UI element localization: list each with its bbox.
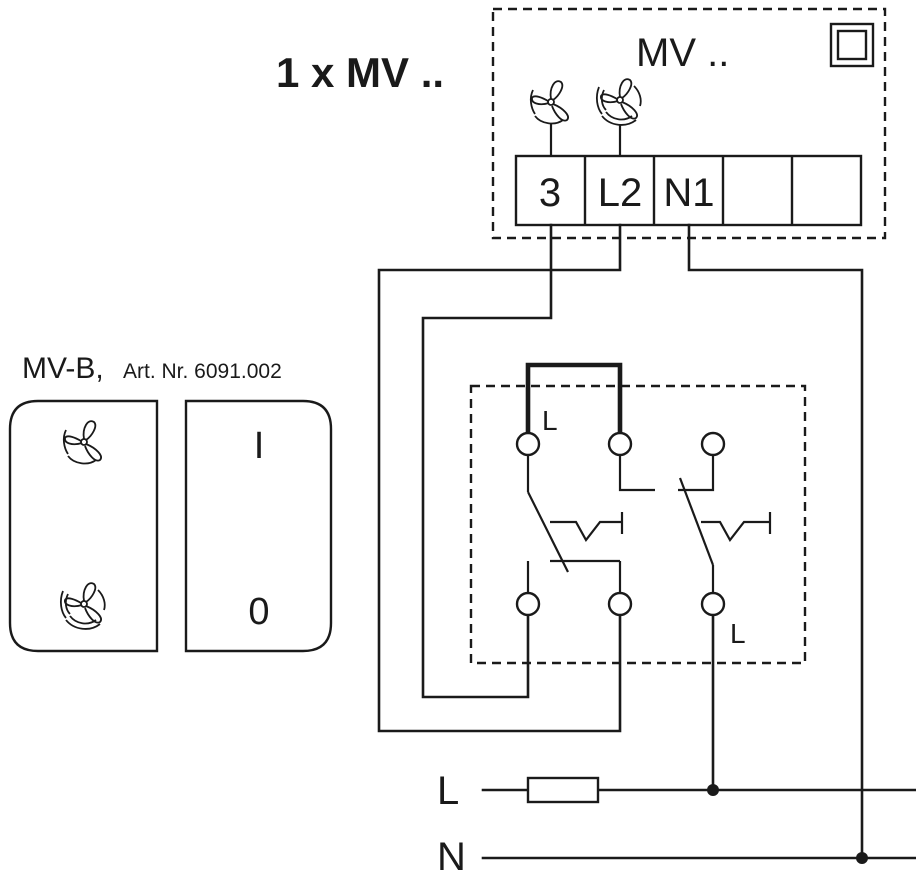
switch-terminal	[700, 431, 726, 457]
switch-terminal	[607, 591, 633, 617]
switch-label-bottom: L	[730, 618, 746, 649]
supply-label-n: N	[437, 835, 466, 877]
switch-label-top: L	[542, 405, 558, 436]
wire-terminal-n1	[687, 223, 864, 860]
terminal-3: 3	[539, 171, 561, 215]
switch-terminal	[700, 591, 726, 617]
product-name: MV-B,	[22, 352, 104, 385]
terminal-bridge	[525, 362, 623, 432]
switch-terminal	[515, 591, 541, 617]
wire-terminal-3	[421, 223, 553, 699]
on-off-contact	[678, 477, 715, 566]
product-article: Art. Nr. 6091.002	[123, 360, 282, 383]
fan-high-icon	[59, 582, 106, 630]
mv-unit-label: MV ..	[636, 31, 729, 75]
fan-high-icon	[595, 78, 642, 126]
switch-terminal	[607, 431, 633, 457]
fan-icon	[529, 80, 569, 125]
junction-dot	[856, 852, 868, 864]
terminal-l2: L2	[598, 171, 643, 215]
fan-icon	[62, 420, 102, 465]
rocker-left	[8, 399, 159, 653]
rocker-right	[184, 399, 333, 653]
supply-label-l: L	[437, 769, 459, 813]
double-square-icon	[829, 22, 875, 68]
switch-terminal	[515, 431, 541, 457]
terminal-block: 3 L2 N1	[514, 154, 863, 227]
wire-terminal-l2	[377, 223, 622, 733]
terminal-n1: N1	[663, 171, 714, 215]
diagram-title: 1 x MV ..	[276, 49, 444, 96]
fuse-icon	[526, 776, 600, 804]
rocker-label-off: 0	[248, 591, 269, 633]
rocker-label-on: I	[254, 425, 265, 467]
changeover-contact	[527, 491, 569, 573]
junction-dot	[707, 784, 719, 796]
switch-box	[469, 384, 807, 665]
